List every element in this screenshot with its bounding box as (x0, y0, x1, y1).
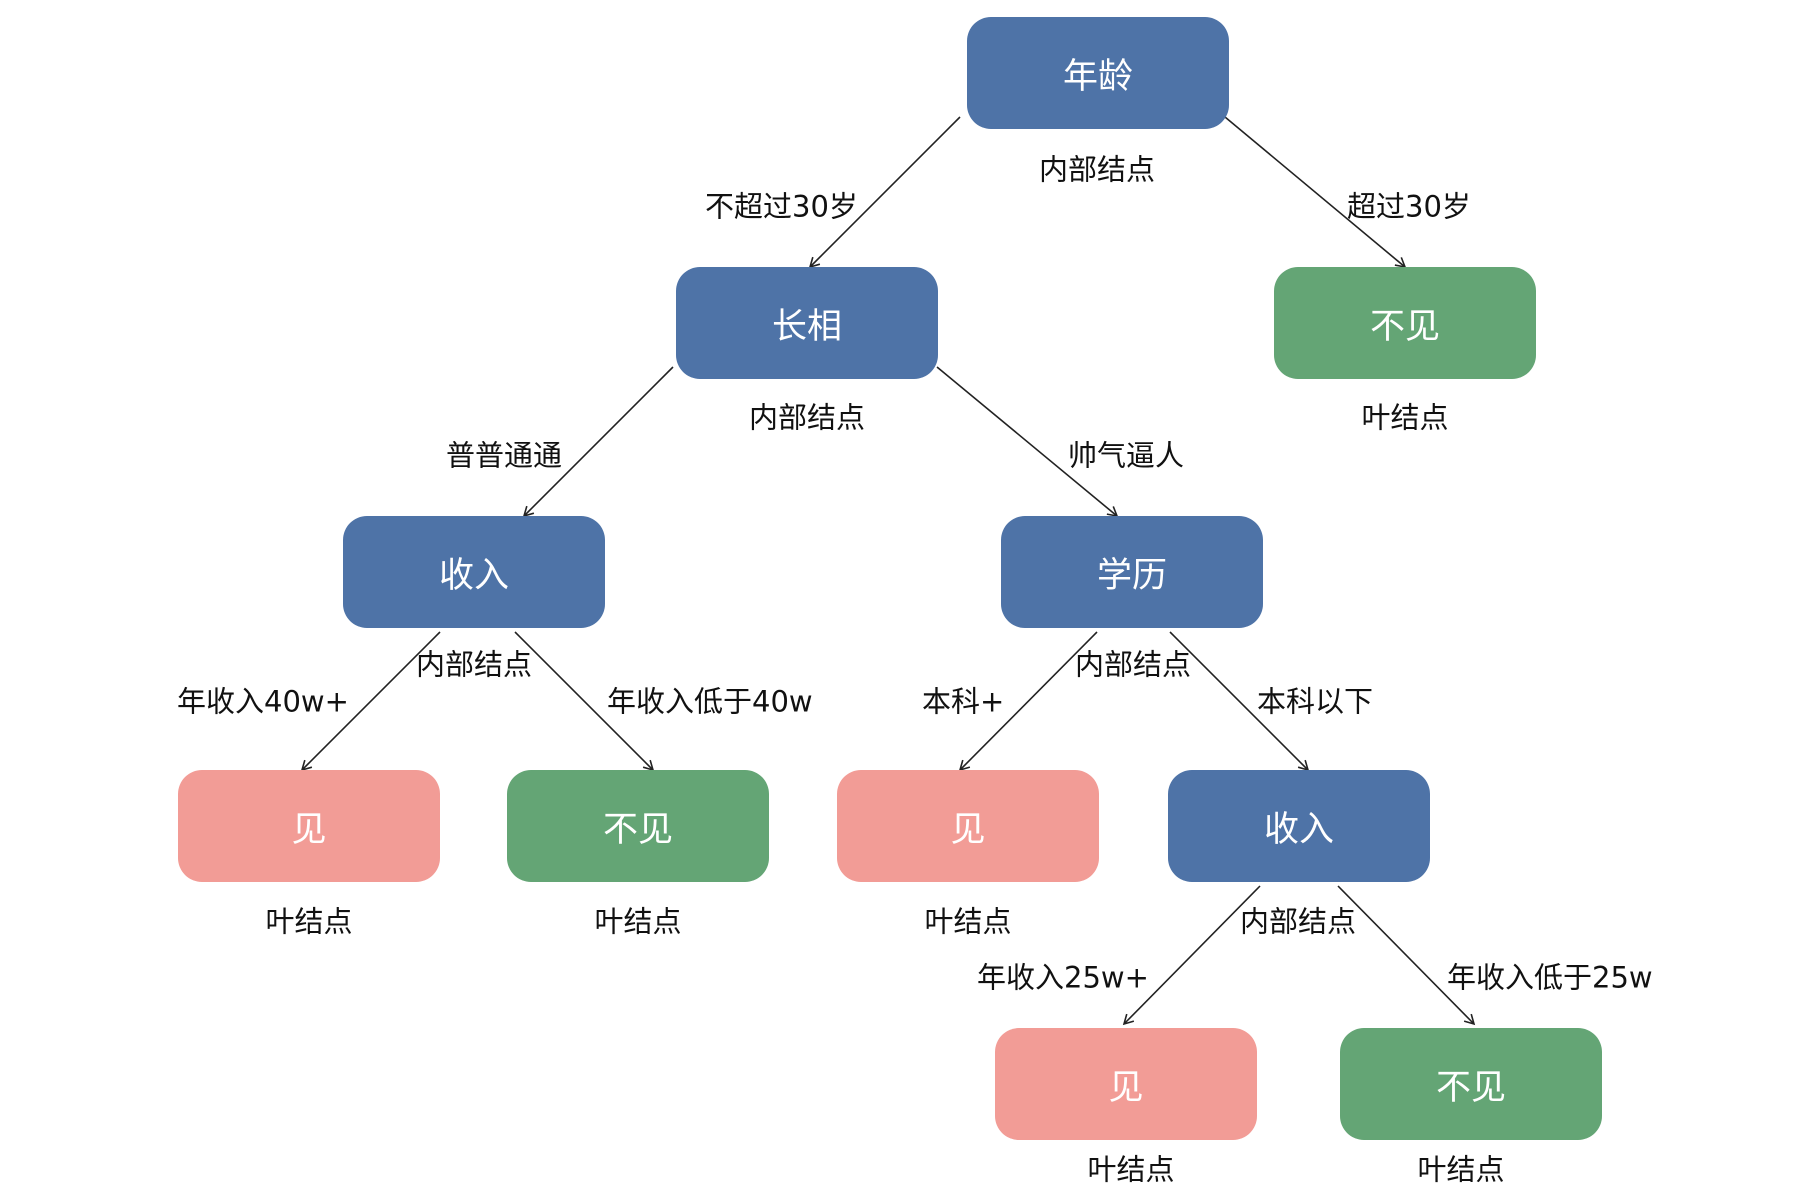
edge-label-edu-below: 本科以下 (1257, 684, 1374, 719)
edge-label-income2-low: 年收入低于25w (1447, 960, 1653, 995)
node-looks[interactable]: 长相 (676, 267, 938, 379)
edge-edu-below (1169, 631, 1310, 772)
node-age-label: 年龄 (1062, 56, 1133, 97)
caption-yes-1: 叶结点 (265, 904, 353, 939)
edge-edu-bachelor-plus (958, 631, 1098, 772)
node-looks-label: 长相 (771, 306, 842, 347)
node-income-2-label: 收入 (1263, 809, 1334, 850)
caption-income-2: 内部结点 (1239, 904, 1357, 939)
caption-no-3: 叶结点 (1417, 1152, 1505, 1187)
caption-yes-3: 叶结点 (1087, 1152, 1175, 1187)
edge-label-looks-plain: 普普通通 (446, 438, 563, 473)
node-education-label: 学历 (1096, 555, 1167, 596)
edge-income1-high (300, 631, 441, 772)
node-yes-1-label: 见 (291, 809, 327, 850)
caption-yes-2: 叶结点 (924, 904, 1012, 939)
edge-income2-high (1122, 885, 1261, 1026)
edge-label-income1-high: 年收入40w+ (177, 684, 349, 719)
caption-income-1: 内部结点 (415, 647, 533, 682)
edge-looks-handsome (936, 366, 1119, 518)
edge-age-le30 (808, 116, 961, 269)
caption-no-over30: 叶结点 (1361, 400, 1449, 435)
node-no-3-label: 不见 (1435, 1067, 1506, 1108)
node-no-over30[interactable]: 不见 (1274, 267, 1536, 379)
node-yes-2[interactable]: 见 (837, 770, 1099, 882)
node-yes-3[interactable]: 见 (995, 1028, 1257, 1140)
edge-income1-low (514, 631, 655, 772)
caption-age: 内部结点 (1038, 152, 1156, 187)
node-no-over30-label: 不见 (1369, 306, 1440, 347)
node-no-1-label: 不见 (602, 809, 673, 850)
edge-label-income1-low: 年收入低于40w (607, 684, 813, 719)
caption-education: 内部结点 (1074, 647, 1192, 682)
edge-income2-low (1337, 885, 1476, 1026)
node-no-3[interactable]: 不见 (1340, 1028, 1602, 1140)
edge-label-looks-handsome: 帅气逼人 (1068, 438, 1185, 473)
node-age[interactable]: 年龄 (967, 17, 1229, 129)
caption-looks: 内部结点 (748, 400, 866, 435)
edge-label-age-le30: 不超过30岁 (705, 189, 858, 224)
node-yes-1[interactable]: 见 (178, 770, 440, 882)
edge-label-edu-bachelor-plus: 本科+ (922, 684, 1005, 719)
edge-label-income2-high: 年收入25w+ (977, 960, 1149, 995)
node-income-1-label: 收入 (438, 555, 509, 596)
edge-looks-plain (522, 366, 674, 518)
caption-no-1: 叶结点 (594, 904, 682, 939)
node-income-2[interactable]: 收入 (1168, 770, 1430, 882)
node-no-1[interactable]: 不见 (507, 770, 769, 882)
node-income-1[interactable]: 收入 (343, 516, 605, 628)
node-yes-2-label: 见 (950, 809, 986, 850)
node-education[interactable]: 学历 (1001, 516, 1263, 628)
node-yes-3-label: 见 (1108, 1067, 1144, 1108)
edge-age-gt30 (1224, 116, 1407, 269)
edge-label-age-gt30: 超过30岁 (1347, 189, 1471, 224)
